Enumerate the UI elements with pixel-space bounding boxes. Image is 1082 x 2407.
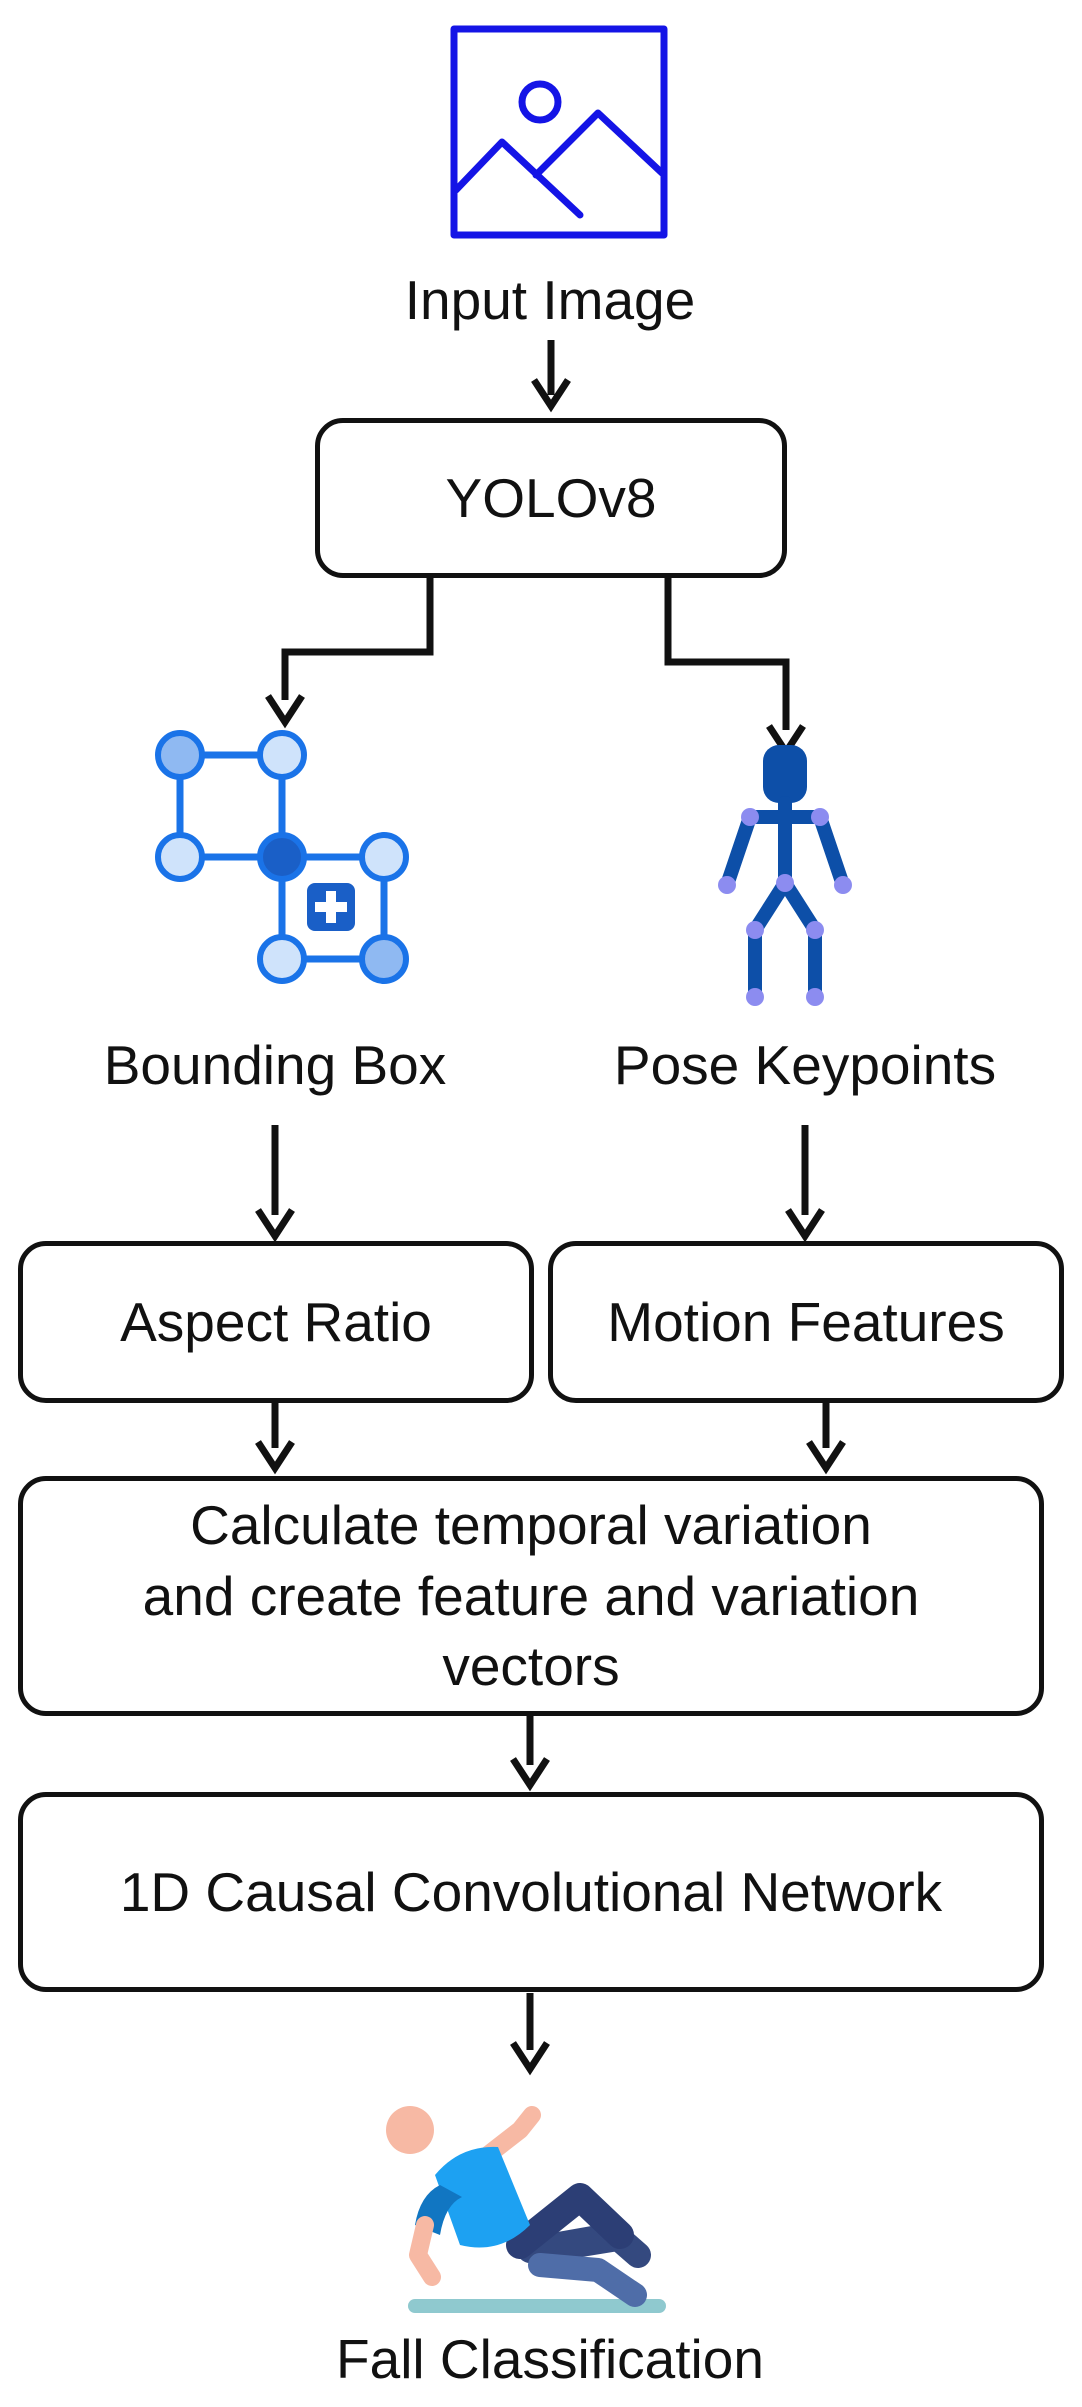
yolo-label: YOLOv8 [445, 466, 657, 529]
temporal-line-2: and create feature and variation [142, 1564, 920, 1627]
aspect-ratio-label: Aspect Ratio [120, 1290, 432, 1353]
arrow-yolo-to-bbox [281, 577, 434, 700]
tcn-box: 1D Causal Convolutional Network [18, 1792, 1044, 1992]
arrow-yolo-to-pose [664, 577, 790, 730]
fall-classification-label: Fall Classification [336, 2328, 764, 2390]
falling-person-icon [386, 2106, 666, 2313]
bounding-box-icon [155, 730, 409, 984]
pose-skeleton-icon [718, 745, 852, 1006]
input-image-label: Input Image [404, 269, 696, 331]
pose-keypoints-label: Pose Keypoints [613, 1034, 997, 1096]
yolo-box: YOLOv8 [315, 418, 787, 578]
motion-features-box: Motion Features [548, 1241, 1064, 1403]
aspect-ratio-box: Aspect Ratio [18, 1241, 534, 1403]
temporal-line-3: vectors [442, 1635, 620, 1698]
tcn-label: 1D Causal Convolutional Network [119, 1860, 943, 1923]
bounding-box-label: Bounding Box [103, 1034, 447, 1096]
image-icon [450, 25, 668, 239]
motion-features-label: Motion Features [607, 1290, 1005, 1353]
temporal-line-1: Calculate temporal variation [190, 1494, 872, 1557]
temporal-variation-box: Calculate temporal variation and create … [18, 1476, 1044, 1716]
